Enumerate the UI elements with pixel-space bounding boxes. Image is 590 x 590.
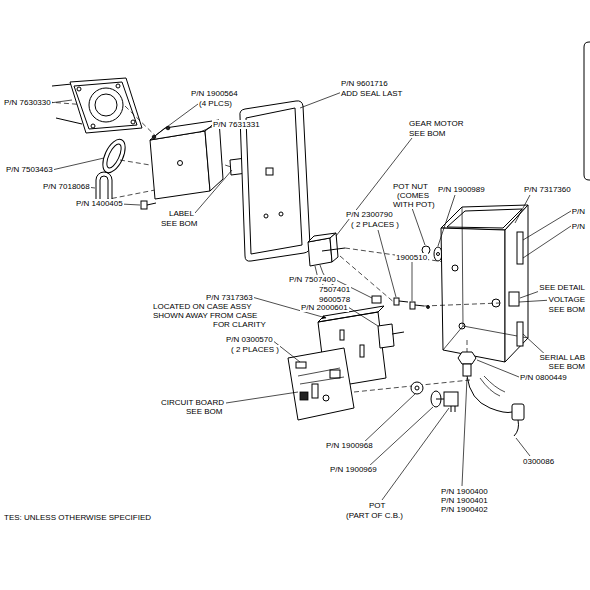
part-callout: 1900510	[395, 253, 428, 262]
part-callout: SEE BOM	[548, 305, 586, 314]
part-callout: CIRCUIT BOARD	[160, 398, 225, 407]
gasket	[98, 136, 130, 176]
part-callout: SEE BOM	[160, 219, 198, 228]
part-callout: SEE BOM	[185, 407, 223, 416]
part-callout: SERIAL LAB	[538, 353, 586, 362]
part-callout: P/N 1900968	[325, 441, 374, 450]
part-callout: P/N 1900400	[440, 487, 489, 496]
part-callout: LABEL	[168, 209, 195, 218]
part-callout: (COMES	[396, 191, 430, 200]
part-callout: P/N 1900401	[440, 496, 489, 505]
part-callout: P/N 7317363	[205, 293, 254, 302]
part-callout: P/N	[571, 222, 586, 231]
part-callout: TES: UNLESS OTHERWISE SPECIFIED	[3, 513, 152, 522]
part-callout: P/N 2000601	[300, 303, 349, 312]
part-callout: P/N 7630330	[3, 98, 52, 107]
part-callout: (PART OF C.B.)	[345, 511, 404, 520]
cover-box	[150, 120, 223, 199]
part-callout: POT NUT	[392, 182, 429, 191]
screw	[141, 201, 156, 209]
part-callout: SEE BOM	[408, 129, 446, 138]
part-callout: P/N 7503463	[5, 165, 54, 174]
part-callout: P/N 0300570	[225, 335, 274, 344]
part-callout: P/N 2300790	[345, 210, 394, 219]
part-callout: WITH POT)	[392, 200, 436, 209]
part-callout: P/N 1900402	[440, 505, 489, 514]
power-cord	[467, 376, 524, 436]
part-callout: P/N 1400405	[75, 199, 124, 208]
part-callout: P/N 0800449	[519, 373, 568, 382]
part-callout: (4 PLCS)	[198, 99, 233, 108]
part-callout: P/N 1900564	[190, 89, 239, 98]
part-callout: GEAR MOTOR	[408, 119, 465, 128]
frame-edge	[584, 42, 590, 180]
part-callout: P/N 7507400	[288, 275, 337, 284]
part-callout: SHOWN AWAY FROM CASE	[152, 311, 258, 320]
part-callout: VOLTAGE	[547, 295, 586, 304]
part-callout: ADD SEAL LAST	[340, 89, 404, 98]
u-bolt	[96, 172, 112, 202]
part-callout: 7507401	[318, 285, 351, 294]
part-callout: ( 2 PLACES )	[230, 345, 280, 354]
part-callout: P/N 1900969	[329, 465, 378, 474]
enclosure-case	[441, 205, 528, 362]
part-callout: P/N 7018068	[42, 182, 91, 191]
part-callout: P/N	[571, 207, 586, 216]
part-callout: SEE DETAIL	[538, 283, 586, 292]
part-callout: P/N 7317360	[523, 185, 572, 194]
part-callout: P/N 1900989	[437, 185, 486, 194]
part-callout: P/N 7631331	[212, 120, 261, 129]
circuit-board	[288, 348, 354, 420]
part-callout: LOCATED ON CASE ASSY	[152, 302, 253, 311]
part-callout: ( 2 PLACES )	[350, 220, 400, 229]
washer	[434, 247, 442, 261]
mounting-plate	[48, 78, 142, 133]
cord-grip	[458, 340, 476, 376]
leader-lines	[50, 92, 571, 500]
part-callout: SEE BOM	[548, 362, 586, 371]
part-callout: POT	[368, 501, 386, 510]
part-callout: 0300086	[522, 457, 555, 466]
part-callout: FOR CLARITY	[212, 320, 267, 329]
part-callout: P/N 9601716	[340, 79, 389, 88]
washer	[411, 382, 423, 394]
gear-motor	[308, 233, 381, 303]
potentiometer	[436, 392, 458, 412]
